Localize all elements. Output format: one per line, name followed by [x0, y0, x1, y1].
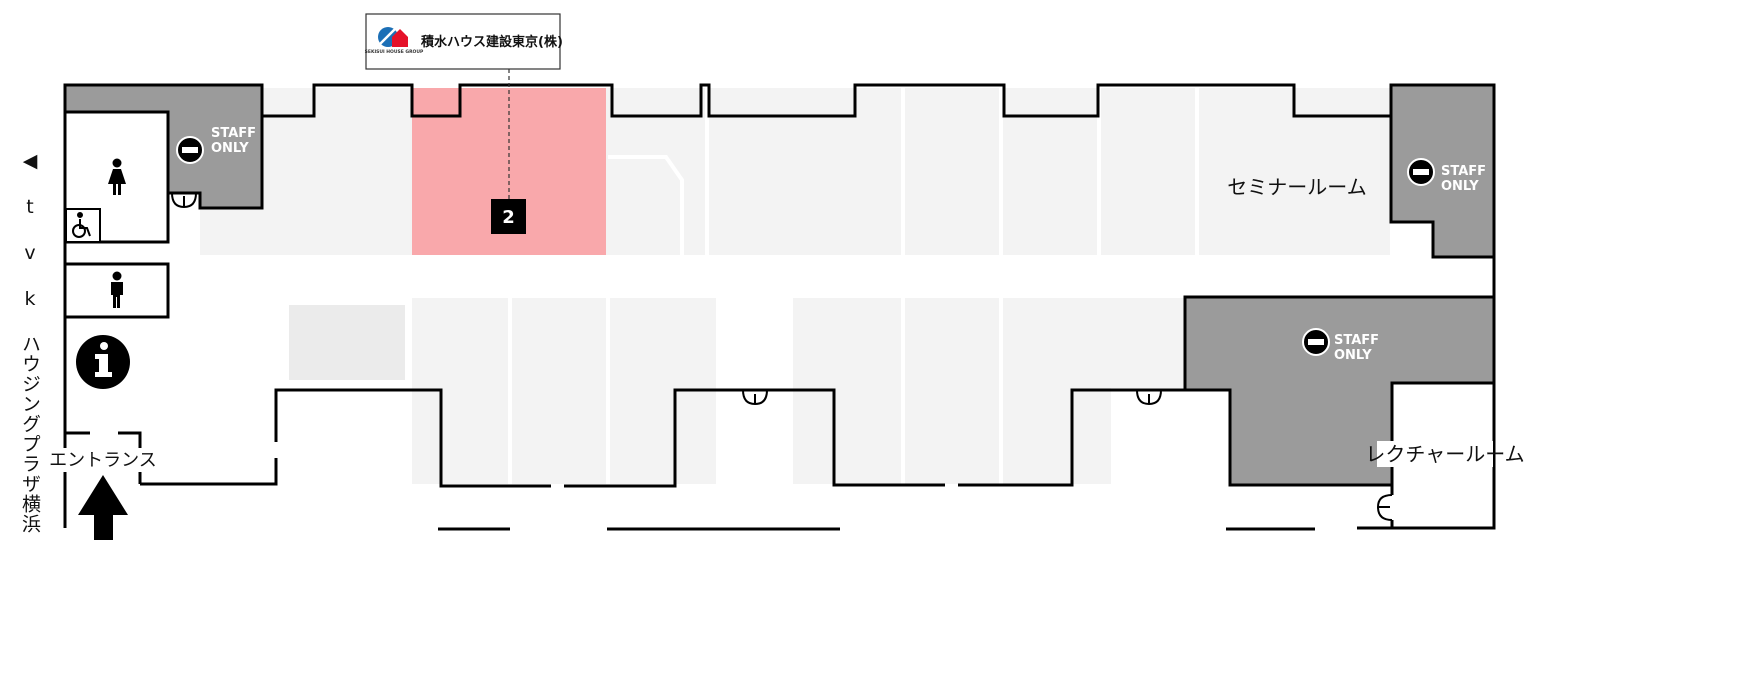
booth-corner-outline [608, 155, 684, 255]
staff-only-label: ONLY [1441, 179, 1479, 194]
booth-area-bottom-a [412, 298, 716, 484]
staff-only-sign-top-left: STAFF ONLY [176, 126, 256, 164]
information-icon [76, 335, 130, 389]
lecture-room-label: レクチャールーム [1365, 442, 1524, 466]
booth-number: 2 [502, 207, 515, 228]
lecture-label-bg [1377, 441, 1493, 467]
no-entry-icon [1407, 158, 1435, 186]
staff-only-label: ONLY [211, 141, 249, 156]
door-swing [1136, 389, 1162, 406]
booth-area-bottom-c [1111, 298, 1185, 388]
booth-area-top [606, 88, 1390, 255]
booth-area-bottom-b [793, 298, 1111, 484]
entrance-arrow-icon [78, 475, 128, 540]
wall-lecture [1357, 485, 1394, 530]
booth-marker[interactable]: 2 [491, 199, 526, 234]
staff-only-label: STAFF [1334, 333, 1379, 348]
exhibitor-name: 積水ハウス建設東京(株) [420, 34, 563, 50]
no-entry-icon [176, 136, 204, 164]
direction-label: ◀ t v k ハウジングプラザ横浜 [19, 150, 41, 534]
door-swing [171, 192, 197, 208]
staff-only-label: STAFF [1441, 164, 1486, 179]
staff-only-sign-bottom-right: STAFF ONLY [1302, 328, 1379, 363]
door-swing [742, 389, 768, 406]
entrance-label-bg [52, 448, 152, 472]
no-entry-icon [1302, 328, 1330, 356]
company-logo-text: SEKISUI HOUSE GROUP [365, 49, 424, 55]
display-block [289, 305, 405, 380]
door-swing [1376, 494, 1393, 521]
wall-bottom-3 [564, 388, 945, 488]
wall-bottom-1 [140, 458, 278, 486]
booth-areas [200, 88, 1390, 484]
seminar-room-label: セミナールーム [1227, 175, 1366, 199]
wall-bottom-4 [958, 388, 1230, 487]
staff-only-label: STAFF [211, 126, 256, 141]
wall-top [262, 83, 1391, 118]
wall-bottom-2 [274, 388, 551, 488]
staff-only-label: ONLY [1334, 348, 1372, 363]
male-restroom-icon [111, 271, 123, 308]
female-restroom-icon [108, 158, 126, 195]
doors [171, 192, 1393, 521]
staff-only-sign-top-right: STAFF ONLY [1407, 158, 1486, 194]
exhibitor-callout[interactable]: SEKISUI HOUSE GROUP 積水ハウス建設東京(株) [365, 13, 563, 70]
accessible-restroom-icon [72, 212, 91, 238]
entrance-label: エントランス [49, 450, 157, 471]
wall-right [1392, 85, 1496, 530]
company-logo-icon: SEKISUI HOUSE GROUP [365, 27, 424, 55]
